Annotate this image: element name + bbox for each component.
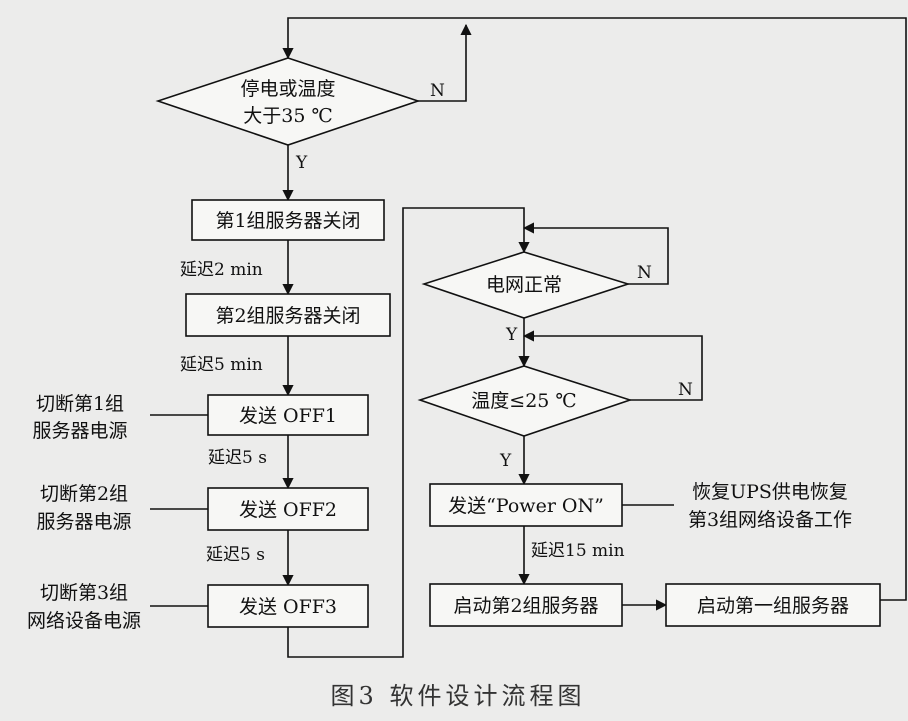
- loop-top-line: [282, 17, 907, 601]
- temp-no-loop: [522, 330, 703, 401]
- grid-no-loop: [522, 222, 669, 285]
- grid-normal-text: 电网正常: [486, 274, 562, 296]
- delay-2min-label: 延迟2 min: [180, 260, 263, 280]
- yes-label: Y: [295, 153, 308, 173]
- group2-shutdown-text: 第2组服务器关闭: [215, 305, 360, 327]
- send-power-on-text: 发送“Power ON”: [448, 495, 604, 517]
- yes-label-temp: Y: [499, 451, 512, 471]
- no-label-grid: N: [637, 263, 652, 283]
- cut-group2-line2: 服务器电源: [36, 511, 131, 533]
- connector-to-right-column: [287, 207, 530, 658]
- send-off2-text: 发送 OFF2: [239, 499, 337, 521]
- figure-caption: 图3 软件设计流程图: [331, 682, 586, 710]
- cut-group1-line1: 切断第1组: [36, 393, 124, 415]
- decision1-line2: 大于35 ℃: [243, 105, 332, 127]
- send-off1-text: 发送 OFF1: [239, 405, 337, 427]
- cut-group1-line2: 服务器电源: [32, 420, 127, 442]
- temp-le-25-text: 温度≤25 ℃: [471, 390, 576, 412]
- restore-line1: 恢复UPS供电恢复: [692, 481, 848, 503]
- no-loop-line: [418, 23, 472, 102]
- group1-shutdown-text: 第1组服务器关闭: [215, 210, 360, 232]
- decision1-line1: 停电或温度: [240, 78, 335, 100]
- send-off1-box: [207, 394, 369, 436]
- delay-5s-label-a: 延迟5 s: [208, 448, 267, 468]
- send-power-on-box: [429, 483, 623, 527]
- start-group2-text: 启动第2组服务器: [453, 595, 598, 617]
- send-off3-text: 发送 OFF3: [239, 596, 337, 618]
- restore-line2: 第3组网络设备工作: [688, 509, 852, 531]
- no-label: N: [430, 81, 445, 101]
- cut-group2-line1: 切断第2组: [40, 483, 128, 505]
- delay-5min-label: 延迟5 min: [180, 355, 263, 375]
- delay-15min-label: 延迟15 min: [531, 541, 625, 561]
- cut-group3-line2: 网络设备电源: [27, 610, 141, 632]
- start-group1-box: [665, 583, 881, 627]
- power-temp-decision: [155, 57, 421, 146]
- start-group1-text: 启动第一组服务器: [697, 595, 849, 617]
- no-label-temp: N: [678, 380, 693, 400]
- delay-5s-label-b: 延迟5 s: [206, 545, 265, 565]
- yes-label-grid: Y: [505, 325, 518, 345]
- group1-shutdown-box: [191, 199, 385, 241]
- cut-group3-line1: 切断第3组: [40, 582, 128, 604]
